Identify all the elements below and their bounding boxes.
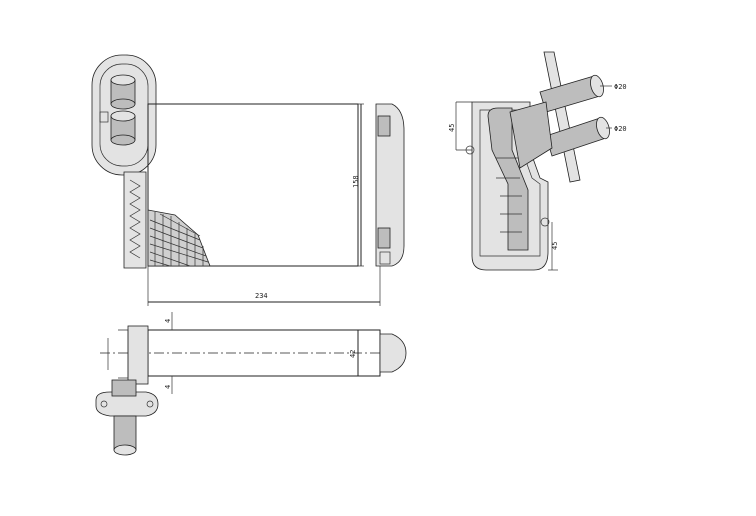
- fin-cutaway: [147, 209, 211, 267]
- side-offset-top-label: 45: [448, 124, 456, 132]
- left-tank: [123, 171, 147, 269]
- core-body: [147, 103, 359, 267]
- side-flange: [543, 51, 581, 183]
- bottom-flange: [95, 391, 159, 417]
- pipe-diameter-bottom-label: Φ20: [614, 125, 627, 133]
- lower-pipe: [110, 110, 136, 146]
- tube-offset-bottom-label: 4: [164, 385, 172, 389]
- inner-bend: [487, 107, 529, 251]
- core-depth-label: 42: [349, 350, 357, 358]
- front-view: 158 234: [91, 54, 405, 306]
- side-offset-bottom-label: 45: [551, 242, 559, 250]
- tube-offset-top-label: 4: [164, 319, 172, 323]
- bottom-view: 42 4 4: [95, 312, 407, 456]
- dimension-core-width: 234: [147, 266, 381, 306]
- dimension-core-height: 158: [352, 103, 364, 267]
- right-tank: [375, 103, 405, 267]
- pipe-diameter-top-label: Φ20: [614, 83, 627, 91]
- side-view: Φ20 Φ20 45 45: [448, 51, 627, 271]
- core-width-label: 234: [255, 292, 268, 300]
- bottom-end-cap: [379, 333, 407, 373]
- core-height-label: 158: [352, 175, 360, 188]
- upper-pipe: [110, 74, 136, 110]
